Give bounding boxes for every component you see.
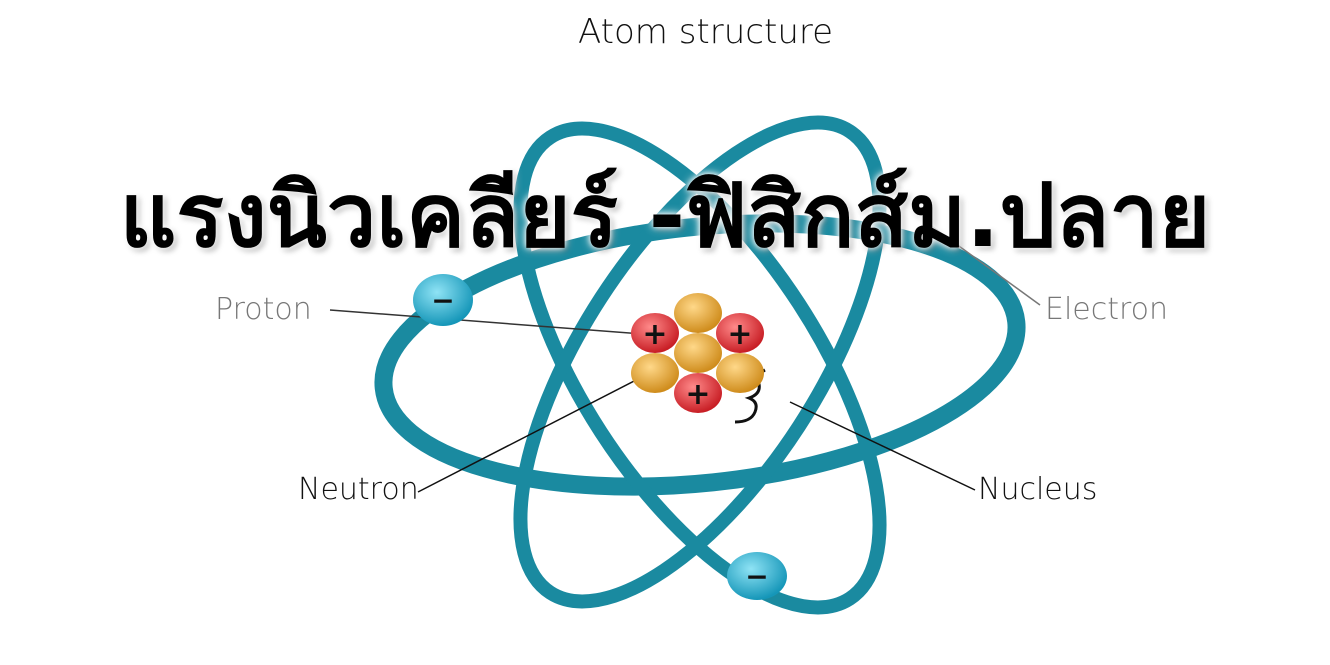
minus-sign: − [745, 560, 768, 593]
proton [674, 373, 722, 413]
orbit-diagonal-2 [513, 115, 887, 609]
orbit-horizontal [374, 214, 1026, 496]
neutron [631, 353, 679, 393]
diagram-title: Atom structure [578, 12, 834, 52]
electron-pointer [929, 224, 1041, 306]
plus-sign: + [642, 317, 667, 352]
neutron [674, 333, 722, 373]
electron-label: Electron [1045, 292, 1169, 327]
electron: − [413, 274, 473, 326]
plus-sign: + [685, 377, 710, 412]
electron: − [727, 552, 787, 600]
neutron-pointer [417, 377, 641, 493]
neutron [674, 293, 722, 333]
proton [716, 313, 764, 353]
plus-sign: + [727, 317, 752, 352]
orbit-diagonal-1 [513, 121, 887, 615]
neutron [716, 353, 764, 393]
nucleus-label: Nucleus [978, 472, 1098, 507]
neutron-label: Neutron [298, 472, 419, 507]
nucleus-pointer [789, 401, 976, 491]
proton-label: Proton [215, 292, 312, 327]
proton [631, 313, 679, 353]
overlay-heading: แรงนิวเคลียร์ -ฟิสิกส์ม.ปลาย [119, 164, 1211, 267]
proton-pointer [329, 309, 643, 335]
minus-sign: − [431, 284, 454, 317]
nucleus: + + + [631, 293, 764, 413]
